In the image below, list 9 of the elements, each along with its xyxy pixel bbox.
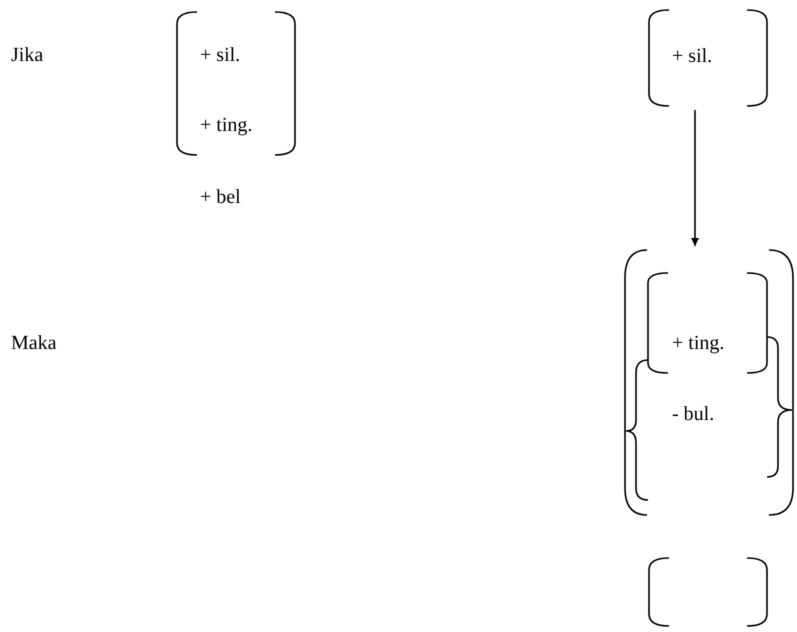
- arrow: [691, 110, 699, 246]
- feature-value: - bul.: [672, 403, 714, 425]
- rule-label: Jika: [11, 44, 44, 66]
- feature-value: + ting.: [200, 114, 252, 136]
- feature-value: + sil.: [672, 45, 712, 67]
- feature-value: + ting.: [672, 332, 724, 354]
- rule-label: Maka: [11, 332, 57, 354]
- feature-value: + sil.: [200, 44, 240, 66]
- rule-label: + bel: [200, 186, 241, 208]
